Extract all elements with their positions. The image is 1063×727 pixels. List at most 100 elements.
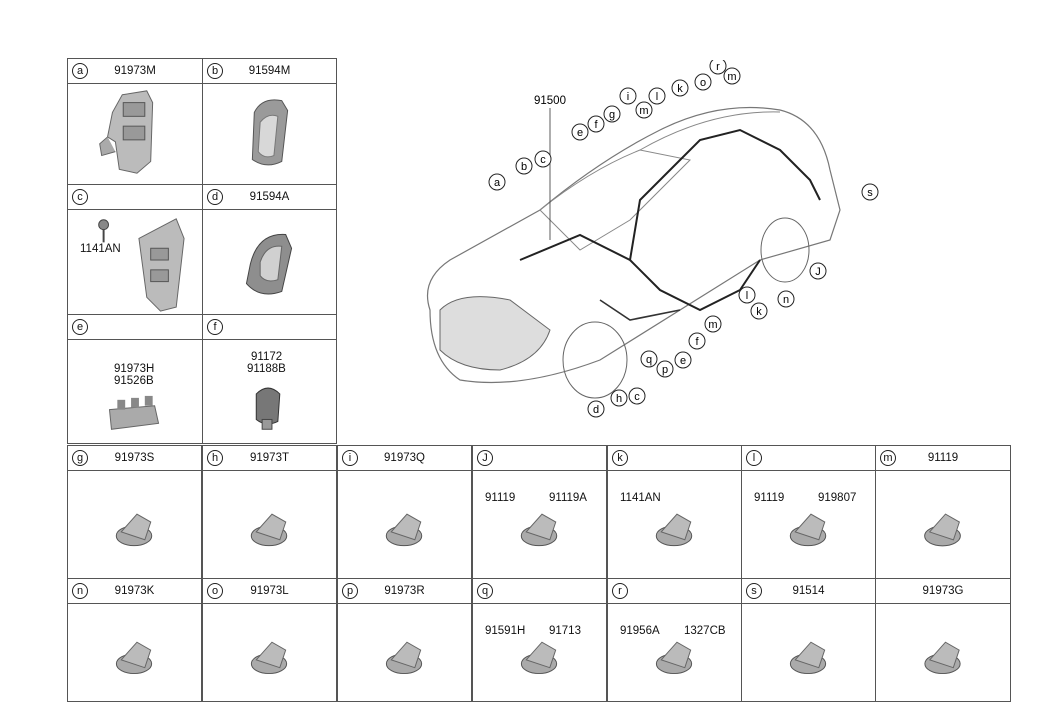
part-number: 91973G [922, 585, 964, 597]
panel-letter: p [342, 583, 358, 599]
panel-letter: i [342, 450, 358, 466]
panel-e: e 91973H 91526B [67, 314, 203, 444]
part-number: 91973L [250, 585, 289, 597]
panel-letter: a [72, 63, 88, 79]
part-number: 91594M [248, 65, 291, 77]
part-illustration [245, 234, 293, 295]
part-illustration [385, 513, 423, 547]
panel-letter: q [477, 583, 493, 599]
part-illustration [789, 513, 827, 547]
callout-g: g [603, 105, 621, 123]
panel-d: d 91594A [202, 184, 337, 315]
wiring-harness [519, 128, 821, 262]
part-illustration [99, 90, 154, 174]
callout-letter: m [708, 319, 717, 331]
callout-letter: g [609, 109, 615, 121]
part-label: 919807 [818, 492, 857, 504]
panel-letter: g [72, 450, 88, 466]
callout-letter: o [700, 77, 706, 89]
callout-k: k [750, 302, 768, 320]
panel-p: p 91973R [337, 578, 472, 702]
part-number: 91514 [792, 585, 825, 597]
car-body-outline [426, 106, 841, 384]
part-label: 1141AN [620, 492, 661, 504]
panel-o: o 91973L [202, 578, 337, 702]
part-label: 91119A [549, 492, 587, 504]
main-part-number: 91500 [534, 95, 566, 107]
part-number: 91973S [114, 452, 155, 464]
part-label: 91188B [247, 363, 286, 375]
part-label: 91713 [549, 625, 581, 637]
panel-q: q 91591H 91713 [472, 578, 607, 702]
part-illustration [655, 513, 693, 547]
panel-letter: b [207, 63, 223, 79]
callout-letter: m [639, 105, 648, 117]
callout-f: f [587, 115, 605, 133]
callout-letter: J [815, 266, 821, 278]
panel-letter: l [746, 450, 762, 466]
part-illustration [789, 641, 827, 675]
panel-letter: h [207, 450, 223, 466]
panel-f: f 91172 91188B [202, 314, 337, 444]
part-illustration [250, 641, 288, 675]
panel-letter: k [612, 450, 628, 466]
panel-a: a 91973M [67, 58, 203, 185]
panel-letter: m [880, 450, 896, 466]
callout-letter: p [662, 364, 668, 376]
callout-a: a [488, 173, 506, 191]
callout-b: b [515, 157, 533, 175]
part-number: 91973M [114, 65, 156, 77]
wiring-harness-floor [629, 259, 761, 312]
part-illustration [251, 99, 289, 166]
part-number: 91973K [114, 585, 155, 597]
part-label: 1141AN [80, 243, 121, 255]
callout-s: s [861, 183, 879, 201]
part-number: 91973T [249, 452, 289, 464]
callout-m: m [704, 315, 722, 333]
callout-k: k [671, 79, 689, 97]
callout-letter: k [756, 306, 762, 318]
part-number: 91973R [384, 585, 425, 597]
callout-letter: m [727, 71, 736, 83]
panel-letter: o [207, 583, 223, 599]
panel-b: b 91594M [202, 58, 337, 185]
callout-letter: c [540, 154, 546, 166]
callout-c: c [534, 150, 552, 168]
callout-letter: h [616, 393, 622, 405]
part-illustration [250, 513, 288, 547]
callout-l: l [648, 87, 666, 105]
part-illustration [115, 513, 153, 547]
callout-letter: e [577, 127, 583, 139]
callout-letter: d [593, 404, 599, 416]
front-grille [439, 296, 551, 371]
callout-letter: l [656, 91, 658, 103]
callout-letter: f [695, 336, 699, 348]
rear-wheel [760, 217, 810, 283]
callout-letter: f [594, 119, 598, 131]
part-label: 91973H [114, 363, 155, 375]
callout-d: d [587, 400, 605, 418]
callout-f: f [688, 332, 706, 350]
callout-c: c [628, 387, 646, 405]
panel-c: c 1141AN [67, 184, 203, 315]
part-number: 91119 [927, 452, 959, 464]
part-label: 91119 [754, 492, 785, 504]
part-label: 91172 [251, 351, 283, 363]
panel-last: 91973G [875, 578, 1011, 702]
callout-l: l [738, 286, 756, 304]
callout-i: i [619, 87, 637, 105]
panel-l: l 91119 919807 [741, 445, 876, 579]
panel-m: m 91119 [875, 445, 1011, 579]
part-label: 1327CB [684, 625, 726, 637]
callout-letter: k [677, 83, 683, 95]
part-label: 91591H [485, 625, 526, 637]
part-illustration [924, 641, 961, 675]
callout-p: p [656, 360, 674, 378]
part-illustration [98, 218, 185, 312]
part-illustration [520, 641, 558, 675]
